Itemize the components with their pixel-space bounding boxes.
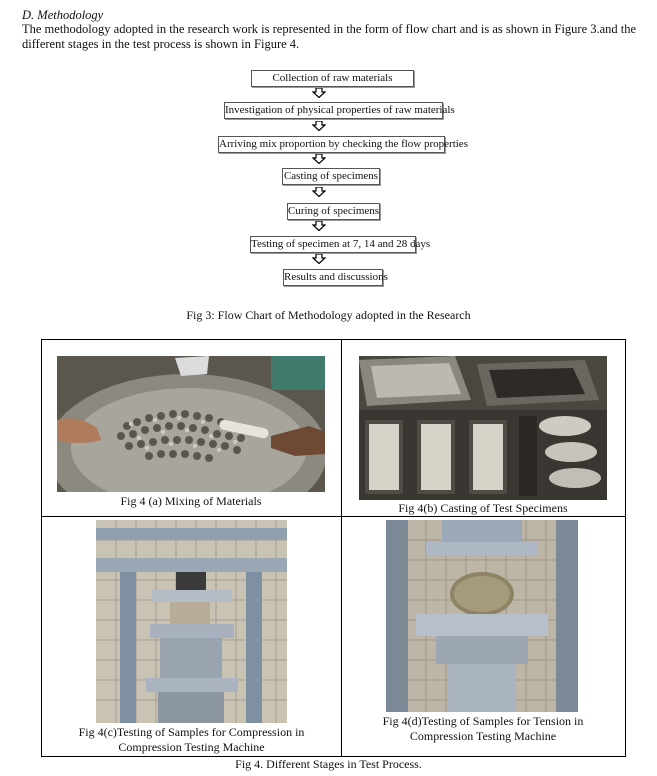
flow-step-label: Investigation of physical properties of …	[225, 104, 455, 116]
caption-fig-4d: Fig 4(d)Testing of Samples for Tension i…	[342, 714, 624, 744]
figure-4-divider-vertical	[341, 339, 342, 757]
flow-arrow-icon	[312, 254, 326, 264]
section-heading: D. Methodology	[22, 8, 104, 22]
flow-arrow-icon	[312, 187, 326, 197]
figure-4-caption: Fig 4. Different Stages in Test Process.	[235, 757, 422, 771]
flow-step-label: Testing of specimen at 7, 14 and 28 days	[251, 238, 431, 250]
flow-arrow-icon	[312, 121, 326, 131]
caption-fig-4c-line2: Compression Testing Machine	[118, 740, 265, 754]
flow-arrow-icon	[312, 88, 326, 98]
methodology-paragraph: The methodology adopted in the research …	[22, 22, 637, 51]
flow-step-curing: Curing of specimens	[287, 203, 380, 220]
flow-step-investigation: Investigation of physical properties of …	[224, 102, 455, 119]
caption-fig-4a: Fig 4 (a) Mixing of Materials	[120, 494, 262, 508]
flow-step-label: Arriving mix proportion by checking the …	[219, 138, 468, 150]
photo-tension-test	[386, 520, 578, 712]
caption-fig-4c: Fig 4(c)Testing of Samples for Compressi…	[42, 725, 341, 755]
flow-step-label: Casting of specimens	[283, 170, 379, 182]
flow-step-mix-proportion: Arriving mix proportion by checking the …	[218, 136, 468, 153]
flow-arrow-icon	[312, 154, 326, 164]
photo-mixing-materials	[57, 356, 325, 492]
flow-step-casting: Casting of specimens	[282, 168, 380, 185]
caption-fig-4b: Fig 4(b) Casting of Test Specimens	[398, 501, 568, 515]
flow-step-results: Results and discussions	[283, 269, 388, 286]
figure-4-divider-horizontal	[41, 516, 626, 517]
flow-step-label: Curing of specimens	[288, 205, 380, 217]
caption-fig-4d-line2: Compression Testing Machine	[409, 729, 557, 743]
figure-3-caption: Fig 3: Flow Chart of Methodology adopted…	[186, 308, 471, 322]
flow-step-testing: Testing of specimen at 7, 14 and 28 days	[250, 236, 430, 253]
caption-fig-4c-line1: Fig 4(c)Testing of Samples for Compressi…	[78, 725, 305, 739]
flow-step-label: Collection of raw materials	[272, 72, 393, 84]
flow-step-label: Results and discussions	[284, 271, 388, 283]
flow-arrow-icon	[312, 221, 326, 231]
photo-casting-specimens	[359, 356, 607, 500]
photo-compression-test	[96, 520, 287, 723]
flow-step-collection: Collection of raw materials	[251, 70, 414, 87]
figure-4-table	[41, 339, 626, 757]
caption-fig-4d-line1: Fig 4(d)Testing of Samples for Tension i…	[382, 714, 584, 728]
